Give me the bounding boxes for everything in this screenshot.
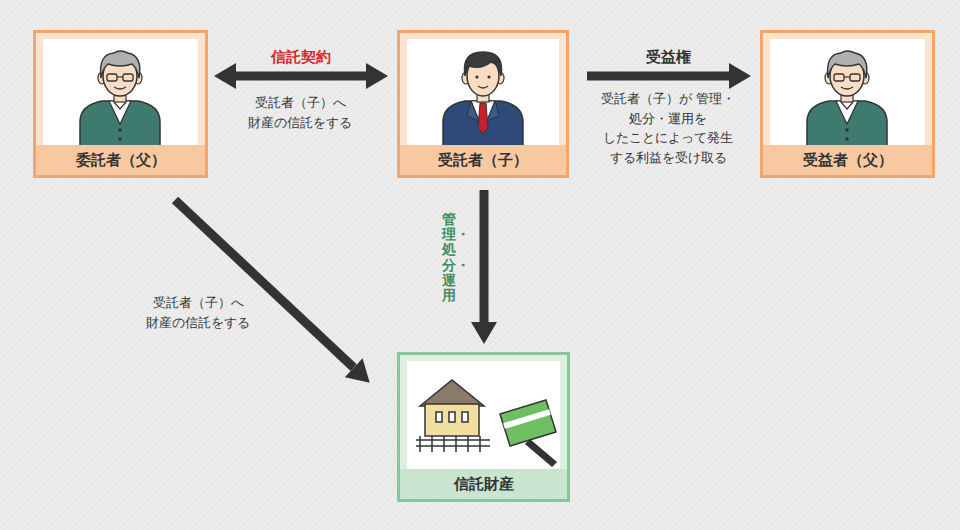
party-card: 受託者（子） bbox=[397, 30, 569, 178]
arrow-connector bbox=[175, 200, 354, 368]
arrow-connector bbox=[587, 72, 729, 81]
edge-label: 受益権 bbox=[646, 48, 691, 67]
card-ground bbox=[763, 33, 932, 148]
son-figure bbox=[443, 52, 523, 147]
label-band: 信託財産 bbox=[400, 469, 567, 499]
node-label: 受託者（子） bbox=[438, 151, 528, 170]
house-icon bbox=[416, 380, 490, 452]
father-figure bbox=[807, 51, 887, 147]
label-band: 委託者（父） bbox=[36, 145, 205, 175]
note-text: 受託者（子）が 管理・処分・運用を したことによって発生 する利益を受け取る bbox=[597, 89, 739, 167]
party-card: 委託者（父） bbox=[33, 30, 208, 178]
node-label: 委託者（父） bbox=[76, 151, 166, 170]
node-label: 信託財産 bbox=[454, 475, 514, 494]
card-picture-area bbox=[43, 39, 198, 147]
edge-label: 管理・処分・運用 bbox=[442, 211, 456, 303]
node-label: 受益者（父） bbox=[803, 151, 893, 170]
father-figure bbox=[80, 51, 160, 147]
arrow-connector bbox=[236, 72, 366, 81]
card-ground bbox=[36, 33, 205, 148]
label-band: 受託者（子） bbox=[400, 145, 566, 175]
party-card: 受益者（父） bbox=[760, 30, 935, 178]
card-ground bbox=[400, 33, 566, 148]
card-ground bbox=[400, 355, 567, 472]
label-band: 受益者（父） bbox=[763, 145, 932, 175]
edge-label: 信託契約 bbox=[271, 48, 331, 67]
trust-property-box: 信託財産 bbox=[397, 352, 570, 502]
card-picture-area bbox=[407, 361, 560, 471]
edge-label: 受託者（子）へ 財産の信託をする bbox=[136, 293, 260, 332]
note-text: 受託者（子）へ 財産の信託をする bbox=[235, 93, 365, 132]
card-picture-area bbox=[770, 39, 925, 147]
arrow-connector bbox=[480, 190, 489, 322]
card-picture-area bbox=[407, 39, 559, 147]
bankbook-icon bbox=[500, 400, 556, 466]
